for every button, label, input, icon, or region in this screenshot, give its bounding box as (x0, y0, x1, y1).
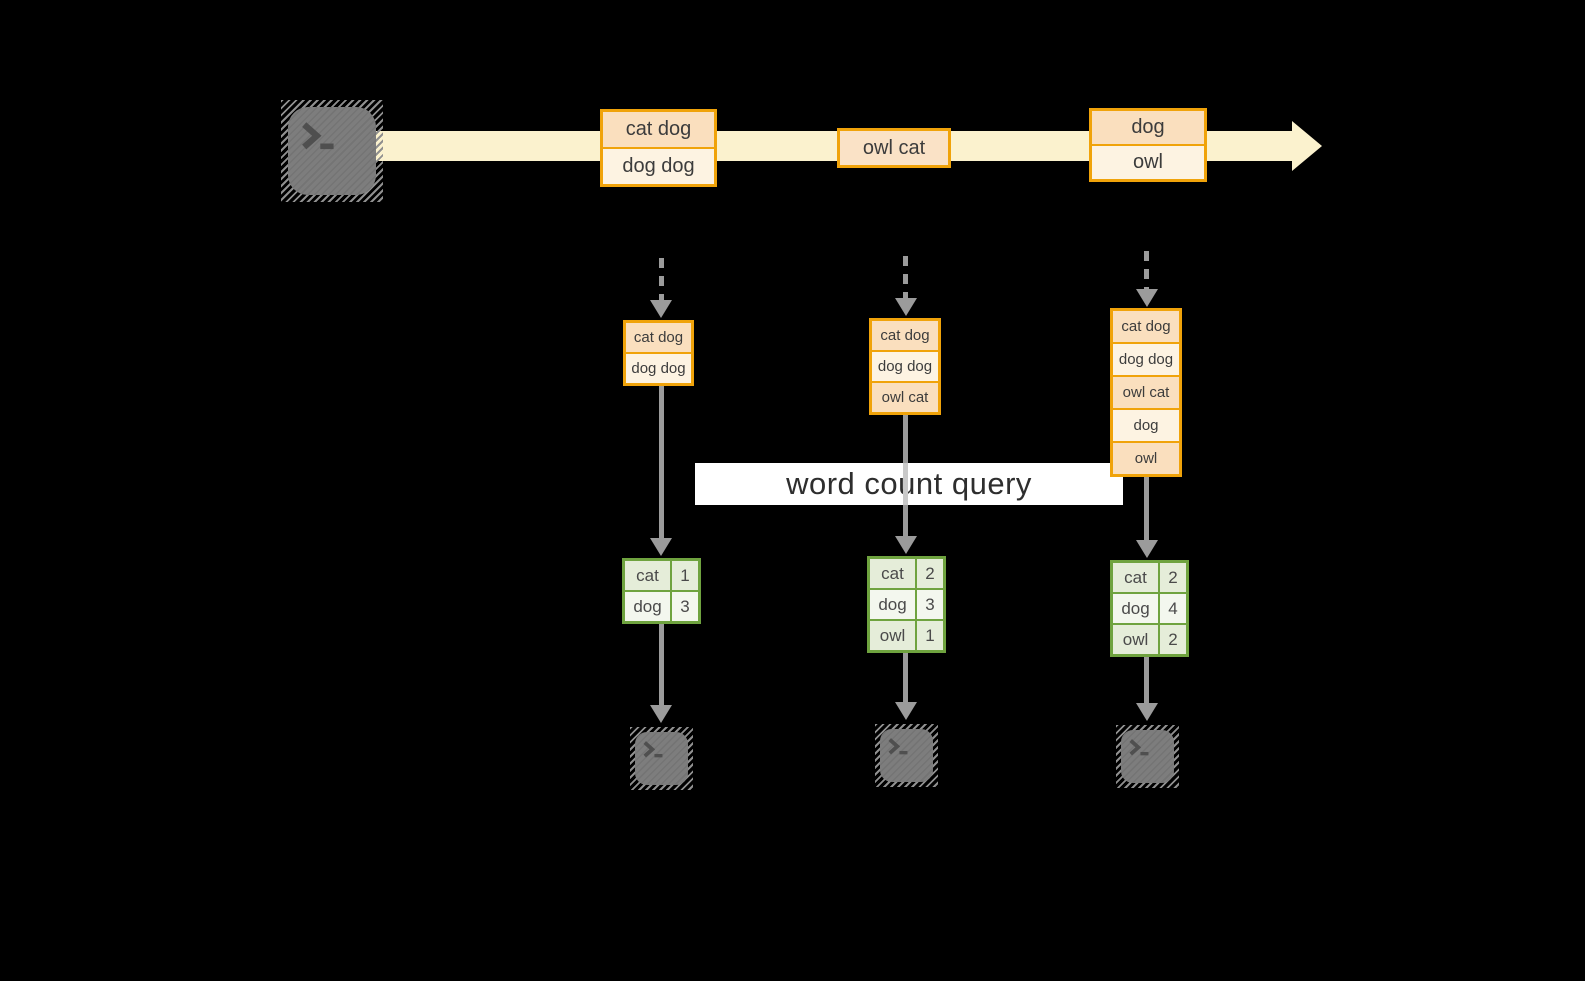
event-row: owl cat (840, 131, 948, 165)
event-row: dog (1092, 111, 1204, 144)
sink-terminal-icon (875, 724, 938, 787)
state-row: cat dog (872, 321, 938, 350)
sink-terminal-icon (630, 727, 693, 790)
event-box-3: dog owl (1089, 108, 1207, 182)
query-band: word count query (695, 463, 1123, 505)
event-row: dog dog (603, 149, 714, 184)
state-buffer-2: cat dog dog dog owl cat (869, 318, 941, 415)
arrowhead-icon (650, 538, 672, 556)
flow-arrow-overlay (903, 463, 908, 505)
count-word-cell: owl (1113, 625, 1158, 654)
count-value-cell: 1 (917, 621, 943, 650)
state-row: dog dog (626, 354, 691, 383)
event-box-1: cat dog dog dog (600, 109, 717, 187)
state-buffer-1: cat dog dog dog (623, 320, 694, 386)
terminal-icon (1121, 730, 1174, 783)
state-row: cat dog (1113, 311, 1179, 342)
state-row: owl (1113, 443, 1179, 474)
count-value-cell: 1 (672, 561, 698, 590)
stream-arrowhead-icon (1292, 121, 1322, 171)
state-row: dog (1113, 410, 1179, 441)
count-word-cell: dog (1113, 594, 1158, 623)
count-word-cell: dog (870, 590, 915, 619)
count-value-cell: 2 (917, 559, 943, 588)
flow-arrow (903, 653, 908, 702)
dashed-arrow (1144, 251, 1149, 289)
count-value-cell: 3 (672, 592, 698, 621)
count-word-cell: cat (625, 561, 670, 590)
state-row: owl cat (1113, 377, 1179, 408)
arrowhead-icon (1136, 703, 1158, 721)
count-table-1: cat 1 dog 3 (622, 558, 701, 624)
prompt-glyph-icon (643, 741, 663, 758)
flow-arrow (1144, 477, 1149, 540)
flow-arrow (1144, 657, 1149, 703)
arrowhead-icon (1136, 540, 1158, 558)
sink-terminal-icon (1116, 725, 1179, 788)
dashed-arrow (659, 258, 664, 300)
count-word-cell: dog (625, 592, 670, 621)
event-row: cat dog (603, 112, 714, 147)
arrowhead-icon (650, 705, 672, 723)
count-value-cell: 3 (917, 590, 943, 619)
arrowhead-icon (895, 298, 917, 316)
terminal-icon (880, 729, 933, 782)
source-terminal-icon (281, 100, 383, 202)
query-label: word count query (786, 466, 1032, 501)
count-word-cell: owl (870, 621, 915, 650)
state-row: dog dog (872, 352, 938, 381)
prompt-glyph-icon (302, 122, 334, 150)
arrowhead-icon (895, 536, 917, 554)
count-value-cell: 2 (1160, 625, 1186, 654)
count-value-cell: 2 (1160, 563, 1186, 592)
count-word-cell: cat (1113, 563, 1158, 592)
event-box-2: owl cat (837, 128, 951, 168)
arrowhead-icon (895, 702, 917, 720)
prompt-glyph-icon (888, 738, 908, 755)
arrowhead-icon (650, 300, 672, 318)
count-table-2: cat 2 dog 3 owl 1 (867, 556, 946, 653)
count-word-cell: cat (870, 559, 915, 588)
prompt-glyph-icon (1129, 739, 1149, 756)
state-row: dog dog (1113, 344, 1179, 375)
flow-arrow (659, 624, 664, 705)
terminal-icon (288, 107, 376, 195)
event-row: owl (1092, 146, 1204, 179)
count-value-cell: 4 (1160, 594, 1186, 623)
state-buffer-3: cat dog dog dog owl cat dog owl (1110, 308, 1182, 477)
arrowhead-icon (1136, 289, 1158, 307)
count-table-3: cat 2 dog 4 owl 2 (1110, 560, 1189, 657)
terminal-icon (635, 732, 688, 785)
state-row: cat dog (626, 323, 691, 352)
state-row: owl cat (872, 383, 938, 412)
flow-arrow (659, 386, 664, 538)
dashed-arrow (903, 256, 908, 298)
